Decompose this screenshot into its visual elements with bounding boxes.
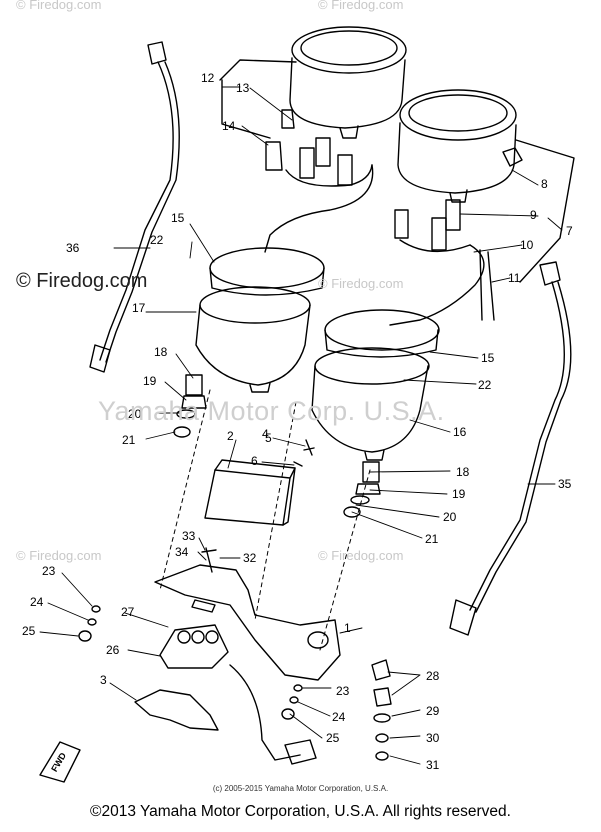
label-22b: 22	[478, 378, 492, 392]
label-26: 26	[106, 643, 120, 657]
label-6: 6	[251, 454, 258, 468]
label-23b: 23	[336, 684, 350, 698]
label-21b: 21	[425, 532, 439, 546]
left-small-parts	[78, 605, 101, 642]
label-25b: 25	[326, 731, 340, 745]
bracket-14	[221, 79, 271, 139]
label-16: 16	[453, 425, 467, 439]
label-28: 28	[426, 669, 440, 683]
label-8: 8	[541, 177, 548, 191]
label-4: 4	[262, 427, 269, 441]
label-17: 17	[132, 301, 146, 315]
watermark-mid-left: © Firedog.com	[16, 270, 148, 292]
label-25: 25	[22, 624, 36, 638]
indicator-lamp-housing	[159, 624, 229, 669]
screw-5	[303, 439, 315, 456]
bulb-sockets-right	[389, 199, 495, 326]
screw-32	[201, 547, 217, 573]
label-15b: 15	[481, 351, 495, 365]
indicator-box	[204, 459, 296, 526]
left-gauge-head	[289, 26, 407, 139]
label-11: 11	[508, 271, 521, 285]
cable-36	[89, 41, 180, 373]
label-5: 5	[265, 431, 272, 445]
label-3: 3	[100, 673, 107, 687]
label-24b: 24	[332, 710, 346, 724]
label-32: 32	[243, 551, 257, 565]
watermark-top-right: © Firedog.com	[318, 0, 404, 12]
label-23: 23	[42, 564, 56, 578]
lamp-wire	[229, 664, 301, 761]
label-14: 14	[222, 119, 236, 133]
right-mount-stack	[343, 461, 381, 518]
bulb-sockets-left	[264, 109, 374, 253]
label-10: 10	[520, 238, 534, 252]
label-15: 15	[171, 211, 185, 225]
label-1: 1	[344, 621, 351, 635]
small-copyright: (c) 2005-2015 Yamaha Motor Corporation, …	[212, 784, 389, 793]
screw-6	[293, 461, 303, 467]
part-labels: 1 2 3 4 5 6 7 8 9 10 11 12 13 14 15 15 1…	[22, 71, 573, 774]
label-27: 27	[121, 605, 135, 619]
copyright-notice: ©2013 Yamaha Motor Corporation, U.S.A. A…	[90, 803, 511, 820]
label-9: 9	[530, 208, 537, 222]
watermark-low-right: © Firedog.com	[318, 548, 404, 563]
label-21: 21	[122, 433, 136, 447]
label-12: 12	[201, 71, 215, 85]
label-20: 20	[128, 407, 142, 421]
label-36: 36	[66, 241, 80, 255]
left-meter-case	[195, 247, 325, 393]
fwd-arrow	[39, 741, 81, 783]
label-2: 2	[227, 429, 234, 443]
cable-35	[449, 261, 572, 636]
label-7: 7	[566, 224, 573, 238]
label-22: 22	[150, 233, 164, 247]
label-13: 13	[236, 81, 250, 95]
damper-stack	[371, 659, 392, 761]
label-31: 31	[426, 758, 440, 772]
bracket-7	[515, 139, 575, 283]
label-24: 24	[30, 595, 44, 609]
label-19: 19	[143, 374, 157, 388]
watermark-mid-right: © Firedog.com	[318, 276, 404, 291]
watermark-center: Yamaha Motor Corp. U.S.A.	[98, 396, 445, 426]
watermark-low-left: © Firedog.com	[16, 548, 102, 563]
label-33: 33	[182, 529, 196, 543]
meter-bracket	[154, 564, 341, 681]
right-gauge-head	[397, 89, 523, 203]
label-35: 35	[558, 477, 572, 491]
indicator-cover	[134, 689, 219, 731]
label-30: 30	[426, 731, 440, 745]
label-18b: 18	[456, 465, 470, 479]
watermark-top-left: © Firedog.com	[16, 0, 102, 12]
right-meter-case	[311, 309, 440, 461]
bracket-12	[219, 59, 297, 81]
label-20b: 20	[443, 510, 457, 524]
lamp-connector	[284, 739, 317, 765]
label-18: 18	[154, 345, 168, 359]
label-29: 29	[426, 704, 440, 718]
label-34: 34	[175, 545, 189, 559]
label-19b: 19	[452, 487, 466, 501]
